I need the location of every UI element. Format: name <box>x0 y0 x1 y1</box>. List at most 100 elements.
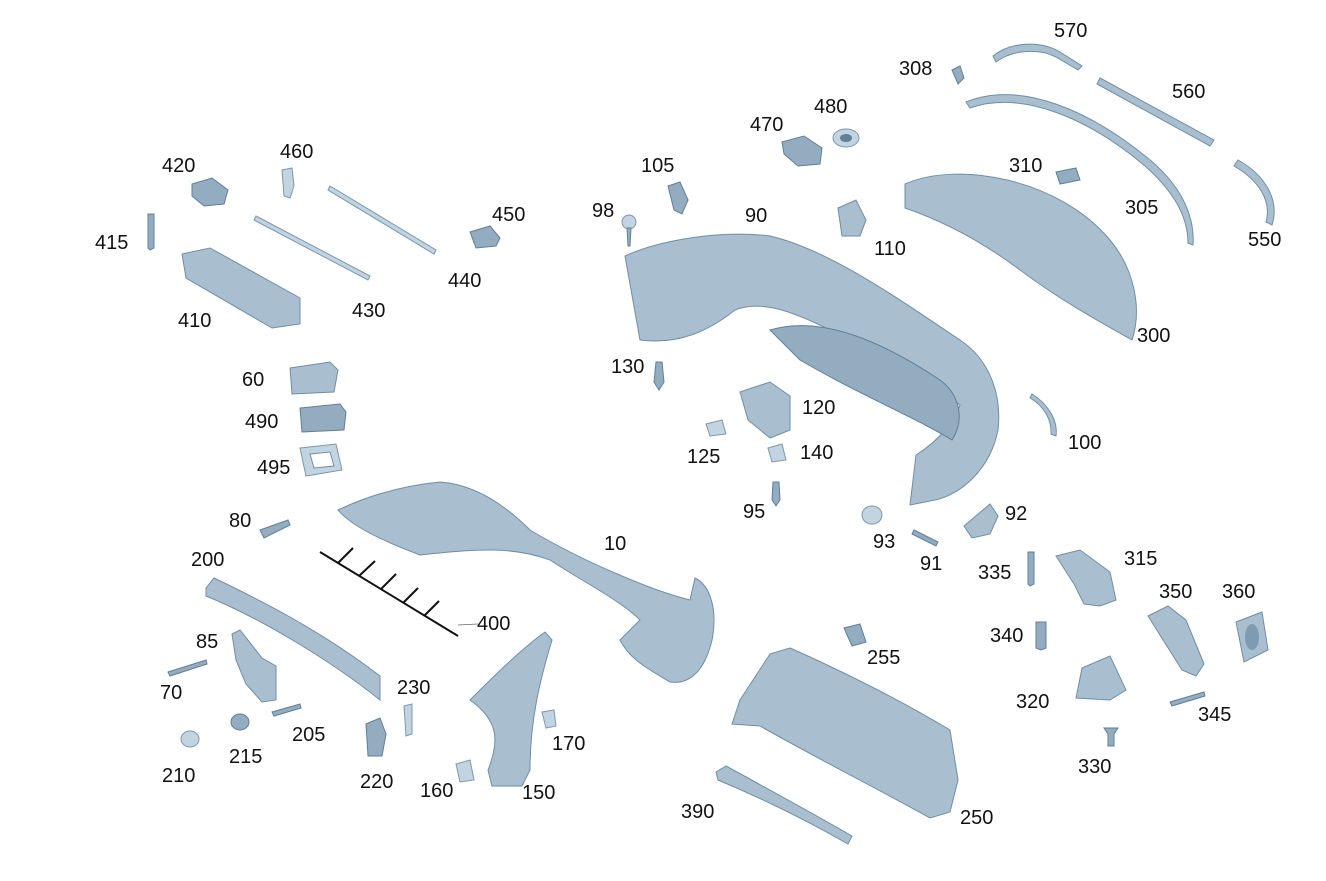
callout-570: 570 <box>1054 20 1087 42</box>
part-320-exhaust-tip <box>1075 655 1127 701</box>
part-390-support-strip <box>715 765 853 845</box>
part-98-screw-head <box>621 214 637 230</box>
callout-205: 205 <box>292 724 325 746</box>
callout-130: 130 <box>611 356 644 378</box>
callout-350: 350 <box>1159 581 1192 603</box>
callout-250: 250 <box>960 807 993 829</box>
part-160-clip <box>455 759 475 783</box>
callout-460: 460 <box>280 141 313 163</box>
callout-320: 320 <box>1016 691 1049 713</box>
callout-390: 390 <box>681 801 714 823</box>
part-255-clip <box>843 623 867 647</box>
part-300-lower-cover <box>904 173 1137 341</box>
callout-140: 140 <box>800 442 833 464</box>
part-440-antenna-strip <box>327 185 437 255</box>
part-93-grommet <box>861 505 883 525</box>
callout-170: 170 <box>552 733 585 755</box>
part-250-diffuser <box>731 647 959 819</box>
part-10-bumper-cover <box>337 481 715 683</box>
callout-230: 230 <box>397 677 430 699</box>
callout-70: 70 <box>160 682 182 704</box>
callout-440: 440 <box>448 270 481 292</box>
part-430-antenna-strip <box>253 215 371 281</box>
part-98-screw-shank <box>626 227 632 247</box>
part-95-pin <box>771 481 781 507</box>
callout-80: 80 <box>229 510 251 532</box>
callout-125: 125 <box>687 446 720 468</box>
part-200-impact-bar <box>205 577 381 702</box>
callout-60: 60 <box>242 369 264 391</box>
callout-300: 300 <box>1137 325 1170 347</box>
callout-90: 90 <box>745 205 767 227</box>
part-480-sensor-ring-hole <box>840 134 852 142</box>
part-470-sensor <box>781 135 823 167</box>
callout-415: 415 <box>95 232 128 254</box>
callout-200: 200 <box>191 549 224 571</box>
callout-120: 120 <box>802 397 835 419</box>
callout-308: 308 <box>899 58 932 80</box>
part-360-exhaust-trim-hole <box>1245 624 1259 650</box>
part-315-bracket <box>1055 549 1117 607</box>
callout-335: 335 <box>978 562 1011 584</box>
callout-100: 100 <box>1068 432 1101 454</box>
part-308-clip <box>951 65 965 85</box>
callout-215: 215 <box>229 746 262 768</box>
callout-98: 98 <box>592 200 614 222</box>
callout-495: 495 <box>257 457 290 479</box>
callout-315: 315 <box>1124 548 1157 570</box>
part-85-bracket <box>231 629 277 703</box>
callout-305: 305 <box>1125 197 1158 219</box>
part-70-bolt <box>167 659 208 677</box>
part-410-bracket <box>181 247 301 329</box>
part-490-module <box>299 403 347 433</box>
part-400-sensor-harness <box>319 547 459 637</box>
callout-160: 160 <box>420 780 453 802</box>
part-340-pin <box>1035 621 1047 651</box>
callout-105: 105 <box>641 155 674 177</box>
callout-93: 93 <box>873 531 895 553</box>
part-350-bracket <box>1147 605 1205 677</box>
part-310-bracket <box>1055 167 1081 185</box>
part-335-rivet <box>1027 551 1035 587</box>
part-305-trim-strip <box>965 94 1194 246</box>
part-90-bumper-inner <box>769 325 960 441</box>
part-460-clip <box>281 167 295 199</box>
part-130-pin <box>653 361 665 391</box>
callout-85: 85 <box>196 631 218 653</box>
part-60-module <box>289 361 339 395</box>
callout-10: 10 <box>604 533 626 555</box>
callout-470: 470 <box>750 114 783 136</box>
callout-360: 360 <box>1222 581 1255 603</box>
callout-150: 150 <box>522 782 555 804</box>
callout-400: 400 <box>477 613 510 635</box>
part-92-bracket <box>963 503 999 539</box>
leader-line-400 <box>457 623 479 626</box>
part-170-clip <box>541 709 557 729</box>
callout-92: 92 <box>1005 503 1027 525</box>
callout-410: 410 <box>178 310 211 332</box>
part-415-rivet <box>147 213 155 251</box>
part-140-clip-nut <box>767 443 787 463</box>
part-91-screw <box>911 529 939 547</box>
part-150-side-bracket <box>469 631 553 787</box>
part-90-bumper-cover <box>624 233 1000 506</box>
callout-420: 420 <box>162 155 195 177</box>
callout-91: 91 <box>920 553 942 575</box>
part-100-trim <box>1029 393 1057 437</box>
callout-255: 255 <box>867 647 900 669</box>
callout-95: 95 <box>743 501 765 523</box>
callout-340: 340 <box>990 625 1023 647</box>
part-210-grommet <box>180 730 200 748</box>
part-220-sensor <box>365 717 387 757</box>
callout-490: 490 <box>245 411 278 433</box>
part-450-connector <box>469 225 501 249</box>
callout-220: 220 <box>360 771 393 793</box>
part-215-washer <box>230 713 250 731</box>
part-105-clip <box>667 181 689 215</box>
part-420-control-module <box>191 177 229 207</box>
part-550-end-piece <box>1233 159 1275 226</box>
callout-450: 450 <box>492 204 525 226</box>
part-495-bracket-window <box>309 451 335 469</box>
